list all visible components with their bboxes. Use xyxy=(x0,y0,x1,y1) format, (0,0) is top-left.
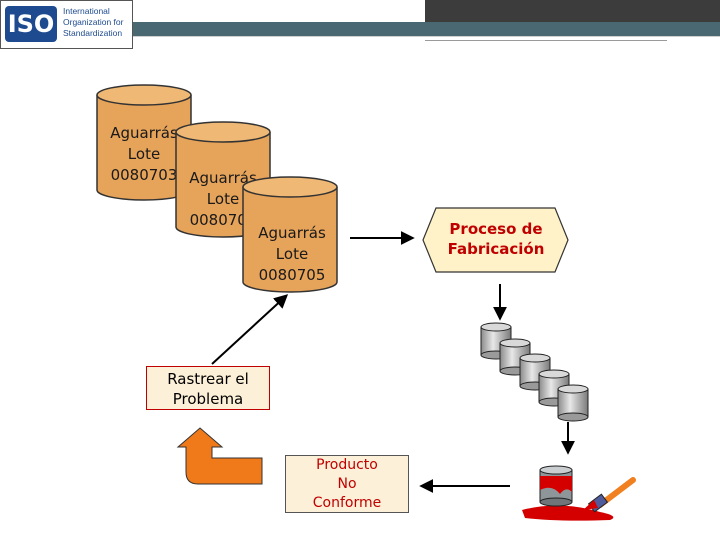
arrow-to-batches xyxy=(211,294,289,365)
batch-2-lot-number: 0080704 xyxy=(190,211,257,229)
header-divider xyxy=(133,36,720,37)
batch-2-lot-label: Lote xyxy=(207,190,239,208)
batch-2-product: Aguarrás xyxy=(189,169,257,187)
batch-1-lot-number: 0080703 xyxy=(111,166,178,184)
nonconforming-product-box: Producto No Conforme xyxy=(285,455,409,513)
process-line-1: Proceso de xyxy=(449,220,542,238)
batch-1-lot-label: Lote xyxy=(128,145,160,163)
header-bar xyxy=(133,22,720,36)
nonconforming-line-3: Conforme xyxy=(312,495,382,511)
trace-line-2: Problema xyxy=(172,390,244,408)
curved-arrow-up-icon xyxy=(176,427,263,485)
batch-3-lot-number: 0080705 xyxy=(259,266,326,284)
process-line-2: Fabricación xyxy=(448,240,545,258)
drums-icon xyxy=(480,322,589,422)
batch-1-product: Aguarrás xyxy=(110,124,178,142)
nonconforming-line-1: Producto xyxy=(316,457,378,473)
iso-logo: ISO International Organization for Stand… xyxy=(0,0,133,49)
header-divider-short xyxy=(425,40,667,41)
batch-3-lot-label: Lote xyxy=(276,245,308,263)
process-hexagon: Proceso de Fabricación xyxy=(422,207,569,273)
paint-can-icon xyxy=(522,465,614,521)
iso-logo-text: International Organization for Standardi… xyxy=(63,6,124,38)
header-bar-dark xyxy=(425,0,720,22)
trace-line-1: Rastrear el xyxy=(167,370,249,388)
trace-problem-box: Rastrear el Problema xyxy=(146,366,270,410)
batch-cylinder-1: Aguarrás Lote 0080703 xyxy=(96,84,192,201)
batch-cylinder-3: Aguarrás Lote 0080705 xyxy=(242,176,338,293)
iso-logo-mark: ISO xyxy=(5,6,57,42)
paint-brush-icon xyxy=(583,477,636,513)
batch-3-product: Aguarrás xyxy=(258,224,326,242)
nonconforming-line-2: No xyxy=(337,476,357,492)
